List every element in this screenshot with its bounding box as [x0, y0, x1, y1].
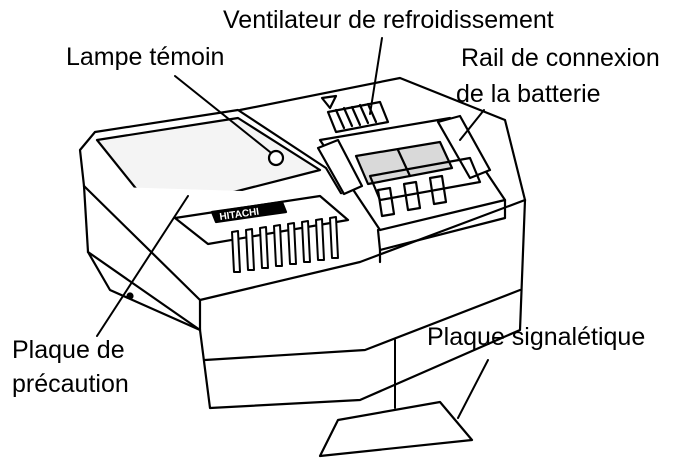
front-face-lower-band: [203, 288, 522, 362]
leader-caution: [96, 195, 189, 337]
leader-lamp: [174, 75, 271, 153]
side-screw: [126, 292, 134, 300]
front-face-bottom-edge: [86, 250, 202, 332]
battery-rail-left: [316, 138, 364, 196]
label-cooling-fan: Ventilateur de refroidissement: [223, 6, 554, 34]
warning-symbol-icon: [320, 94, 338, 110]
housing-base-line: [198, 198, 527, 302]
leader-lines: [96, 37, 489, 419]
label-battery-rail-line2: de la batterie: [456, 80, 601, 108]
leader-rail: [459, 109, 485, 141]
pilot-lamp: [267, 149, 285, 167]
terminal-divider: [396, 148, 412, 178]
battery-terminal-slots: [368, 156, 482, 218]
leader-fan: [369, 37, 383, 115]
cooling-fan-grille: [326, 100, 390, 134]
label-caution-plate-line2: précaution: [12, 370, 129, 398]
leader-plate-b: [457, 359, 489, 419]
front-vent-slots: [231, 216, 339, 273]
label-caution-plate-line1: Plaque de: [12, 336, 125, 364]
slot-front-lip: [376, 198, 507, 252]
nameplate: [318, 400, 474, 458]
label-battery-rail-line1: Rail de connexion: [461, 44, 660, 72]
label-pilot-lamp: Lampe témoin: [66, 43, 225, 71]
label-nameplate: Plaque signalétique: [427, 323, 646, 351]
